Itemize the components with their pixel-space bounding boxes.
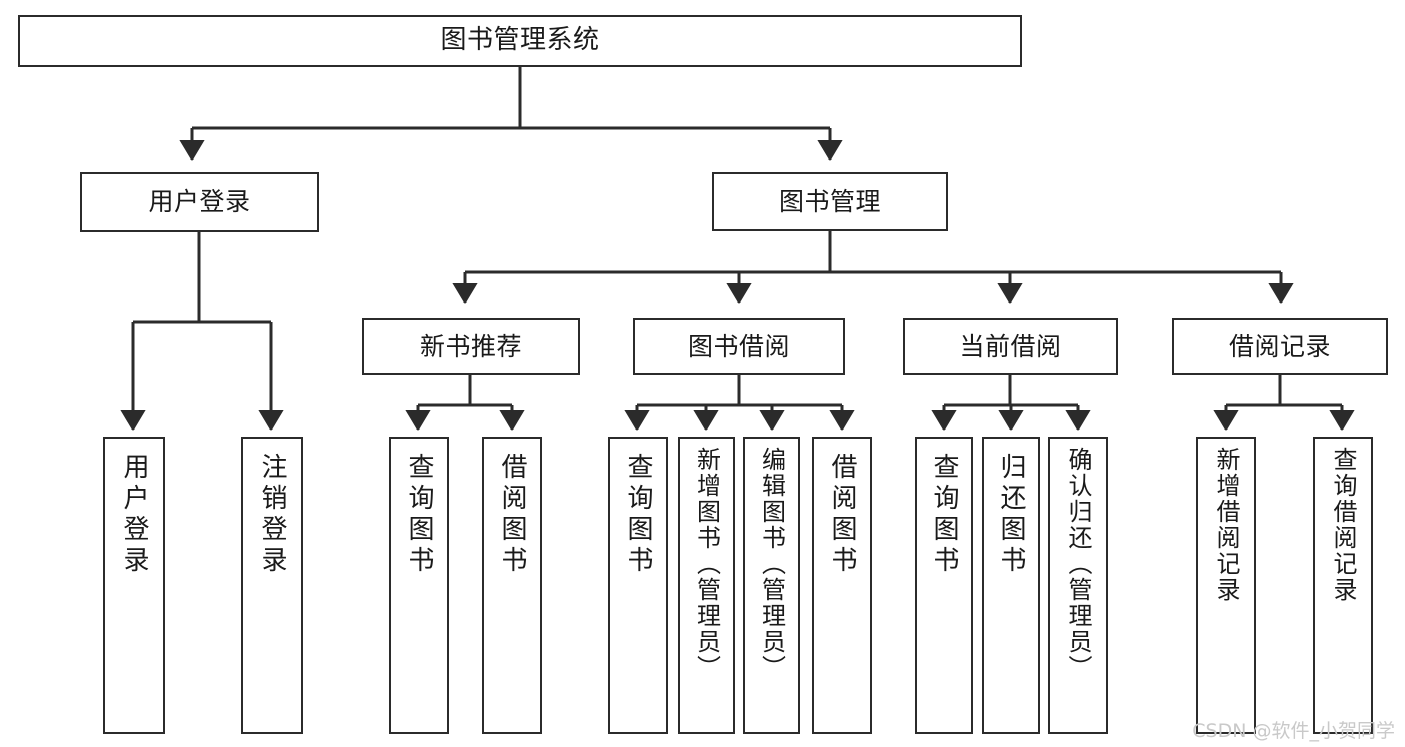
node-label: 借阅图书 xyxy=(497,453,527,577)
leaf-borrow-borrow-book[interactable]: 借阅图书 xyxy=(812,437,872,734)
csdn-watermark: CSDN @软件_小贺同学 xyxy=(1192,720,1395,742)
node-book-borrow[interactable]: 图书借阅 xyxy=(633,318,845,375)
node-label: 图书借阅 xyxy=(687,331,790,361)
node-label: 查询图书 xyxy=(929,453,959,577)
node-label: 用户登录 xyxy=(148,187,251,216)
node-label: 查询借阅记录 xyxy=(1329,447,1357,603)
leaf-new-book-query[interactable]: 查询图书 xyxy=(389,437,449,734)
node-current-borrow[interactable]: 当前借阅 xyxy=(903,318,1118,375)
node-label: 借阅图书 xyxy=(827,453,857,577)
leaf-current-confirm-return-admin[interactable]: 确认归还（管理员） xyxy=(1048,437,1108,734)
leaf-borrow-edit-book-admin[interactable]: 编辑图书（管理员） xyxy=(743,437,800,734)
leaf-user-login-signout[interactable]: 注销登录 xyxy=(241,437,303,734)
leaf-borrow-add-book-admin[interactable]: 新增图书（管理员） xyxy=(678,437,735,734)
node-label: 新增借阅记录 xyxy=(1212,447,1240,603)
node-label: 编辑图书（管理员） xyxy=(757,447,786,681)
leaf-borrow-query-book[interactable]: 查询图书 xyxy=(608,437,668,734)
node-user-login[interactable]: 用户登录 xyxy=(80,172,319,232)
node-new-book-recommend[interactable]: 新书推荐 xyxy=(362,318,580,375)
node-label: 用户登录 xyxy=(119,453,149,577)
node-book-management[interactable]: 图书管理 xyxy=(712,172,948,231)
node-label: 归还图书 xyxy=(996,453,1026,577)
leaf-record-query-record[interactable]: 查询借阅记录 xyxy=(1313,437,1373,734)
node-label: 确认归还（管理员） xyxy=(1064,447,1092,681)
node-label: 图书管理 xyxy=(778,186,881,216)
leaf-current-query-book[interactable]: 查询图书 xyxy=(915,437,973,734)
node-label: 图书管理系统 xyxy=(440,25,600,56)
node-label: 新增图书（管理员） xyxy=(692,447,721,681)
leaf-record-add-record[interactable]: 新增借阅记录 xyxy=(1196,437,1256,734)
node-label: 查询图书 xyxy=(404,453,434,577)
leaf-current-return-book[interactable]: 归还图书 xyxy=(982,437,1040,734)
node-label: 注销登录 xyxy=(257,453,287,577)
leaf-user-login-signin[interactable]: 用户登录 xyxy=(103,437,165,734)
node-label: 新书推荐 xyxy=(419,331,522,361)
node-label: 当前借阅 xyxy=(959,331,1062,361)
node-label: 查询图书 xyxy=(623,453,653,577)
node-root-system[interactable]: 图书管理系统 xyxy=(18,15,1022,67)
leaf-new-book-borrow[interactable]: 借阅图书 xyxy=(482,437,542,734)
node-label: 借阅记录 xyxy=(1228,331,1331,361)
node-borrow-record[interactable]: 借阅记录 xyxy=(1172,318,1388,375)
